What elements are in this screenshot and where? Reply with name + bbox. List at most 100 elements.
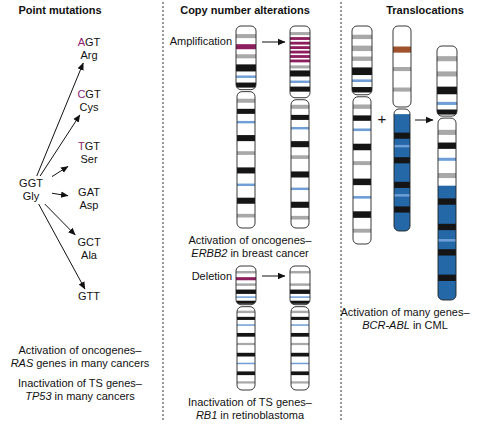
text-line: TP53in many cancers (0, 390, 170, 403)
chromosome-band (438, 186, 456, 300)
chromosome-band (290, 60, 310, 63)
chromosome-band (394, 206, 410, 212)
chromosome-band (290, 37, 310, 40)
chromosome-band (290, 55, 310, 58)
codon-node: AGTArg (70, 36, 108, 62)
band-group (352, 35, 372, 95)
plus-sign: + (378, 110, 387, 127)
panel-heading: Translocations (386, 4, 464, 16)
chromosome-band (291, 343, 309, 345)
chromosome-arm (291, 307, 309, 390)
chromosome-band (290, 51, 310, 54)
chromosome-band (437, 102, 457, 105)
chromosome-band (237, 317, 255, 320)
chromosome-band (394, 145, 410, 147)
chromosome-arm (237, 92, 255, 228)
chromosome-arm (236, 266, 256, 305)
chromosome-band (291, 333, 309, 337)
chromosome-outline (237, 92, 255, 228)
band-group (353, 97, 371, 233)
codon-node: GATAsp (70, 186, 108, 212)
chromosome-arm (394, 109, 410, 231)
chromosome-band (393, 88, 411, 92)
chromosome-band (236, 283, 256, 285)
chromosome-outline (236, 26, 256, 90)
chromosome-band (236, 44, 256, 49)
chromosome-outline (290, 26, 310, 98)
band-group (290, 32, 310, 98)
band-group (237, 92, 255, 218)
chromosome-band (438, 173, 456, 178)
amino-acid-text: Ala (70, 249, 108, 262)
chromosome-band (438, 249, 456, 255)
panel-heading: Point mutations (18, 4, 101, 16)
codon-node: GTT (70, 290, 108, 303)
chromosome-arm (353, 97, 371, 244)
chromosome-band (237, 198, 255, 204)
caption-text: RB1 (196, 409, 217, 421)
chromosome-band (437, 56, 457, 61)
chromosome-band (236, 296, 256, 298)
chromosome-band (237, 381, 255, 383)
chromosome-band (237, 214, 255, 218)
chromosome-band (236, 271, 256, 273)
chromosome-band (290, 87, 310, 92)
band-group (236, 34, 256, 90)
text-line: Inactivation of TS genes– (0, 377, 170, 390)
band-group (438, 118, 456, 300)
chromosome-band (291, 216, 309, 220)
chromosome-band (393, 47, 411, 53)
chromosome-band (291, 115, 309, 120)
chromosome-band (236, 277, 256, 280)
chromosome-band (438, 198, 456, 204)
band-group (290, 271, 310, 305)
chromosome-group (236, 26, 457, 390)
panel-divider (341, 2, 342, 422)
chromosome-band (353, 229, 371, 233)
chromosome-band (291, 363, 309, 365)
chromosome-band (438, 239, 456, 242)
chromosome-arm (236, 26, 256, 90)
chromosome-band (290, 283, 310, 285)
chromosome-arm (237, 307, 255, 390)
chromosome-outline (394, 109, 410, 231)
band-group (393, 47, 411, 108)
chromosome-arm (290, 26, 310, 98)
text-line: RB1in retinoblastoma (160, 409, 340, 422)
chromosome-band (353, 144, 371, 151)
chromosome-band (353, 196, 371, 199)
panel-heading: Copy number alterations (180, 4, 310, 16)
chromosome-band (237, 333, 255, 337)
chromosome-arm (290, 266, 310, 305)
chromosome-band (237, 109, 255, 114)
chromosome-band (237, 135, 255, 141)
mutation-arrow (45, 204, 75, 235)
caption-text: Amplification (170, 35, 232, 47)
chromosome-band (352, 35, 372, 39)
amino-acid-text: Gly (12, 190, 50, 203)
chromosome-band (438, 275, 456, 281)
chromosome-band (353, 179, 371, 186)
chromosome-band (236, 83, 256, 88)
codon-text: GCT (70, 236, 108, 249)
caption-text: in retinoblastoma (220, 409, 304, 421)
chromosome-band (437, 87, 457, 95)
codon-text: CGT (70, 88, 108, 101)
chromosome-band (290, 296, 310, 298)
chromosome-band (291, 171, 309, 177)
chromosome-band (394, 182, 410, 188)
chromosome-arm (438, 118, 456, 300)
amino-acid-text: Ser (70, 153, 108, 166)
codon-text: GAT (70, 186, 108, 199)
text-line: Deletion (52, 270, 232, 283)
text-line: Activation of many genes– (315, 306, 495, 319)
chromosome-band (291, 127, 309, 129)
chromosome-band (236, 290, 256, 294)
chromosome-band (438, 158, 456, 161)
band-group (437, 56, 457, 116)
chromosome-band (237, 311, 255, 313)
caption-text: RAS (11, 357, 34, 369)
chromosome-outline (353, 97, 371, 244)
text-line: ERBB2in breast cancer (160, 247, 340, 260)
chromosome-band (237, 184, 255, 186)
